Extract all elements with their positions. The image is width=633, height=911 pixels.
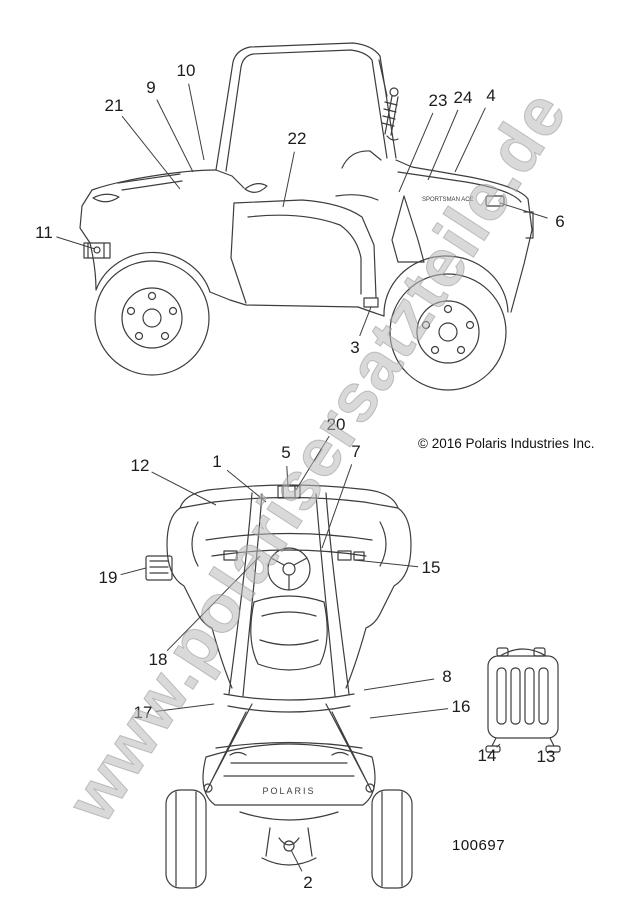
front-view-illustration: POLARIS — [145, 484, 413, 889]
part-number: 100697 — [452, 837, 506, 854]
leader-line-10 — [188, 83, 205, 161]
leader-line-3 — [359, 306, 372, 337]
callout-2: 2 — [303, 873, 313, 892]
leader-line-14 — [496, 743, 501, 748]
leader-line-5 — [286, 465, 289, 488]
callout-3: 3 — [350, 338, 360, 357]
callout-6: 6 — [555, 212, 565, 231]
leader-line-2 — [290, 849, 303, 872]
leader-line-15 — [353, 559, 419, 568]
leader-line-16 — [369, 708, 449, 719]
leader-line-20 — [295, 435, 330, 491]
callout-24: 24 — [453, 88, 473, 107]
callout-12: 12 — [130, 456, 150, 475]
callout-21: 21 — [104, 96, 124, 115]
leader-line-22 — [282, 151, 295, 208]
callout-13: 13 — [536, 747, 556, 766]
leader-line-1 — [226, 469, 267, 503]
leader-lines — [56, 83, 550, 872]
callout-7: 7 — [351, 442, 361, 461]
leader-line-19 — [120, 567, 147, 576]
leader-line-9 — [156, 99, 194, 173]
side-view-illustration: SPORTSMAN ACE — [79, 42, 534, 391]
callout-10: 10 — [176, 61, 196, 80]
callout-22: 22 — [287, 129, 307, 148]
callout-14: 14 — [477, 746, 497, 765]
leader-line-4 — [454, 107, 486, 173]
leader-line-18 — [166, 555, 261, 652]
callout-9: 9 — [146, 78, 156, 97]
callout-5: 5 — [281, 443, 291, 462]
leader-line-7 — [321, 464, 353, 549]
callout-15: 15 — [421, 558, 441, 577]
leader-line-11 — [56, 236, 96, 250]
side-panel-decal-text: SPORTSMAN ACE — [422, 197, 474, 203]
leader-line-24 — [427, 109, 459, 181]
callout-23: 23 — [428, 91, 448, 110]
leader-line-23 — [398, 112, 434, 193]
callout-1: 1 — [212, 452, 222, 471]
callout-16: 16 — [451, 697, 471, 716]
leader-line-12 — [151, 471, 217, 506]
callout-18: 18 — [148, 650, 168, 669]
leader-line-6 — [499, 202, 548, 219]
callout-11: 11 — [35, 223, 53, 242]
copyright-text: © 2016 Polaris Industries Inc. — [418, 436, 595, 451]
bumper-decal-text: POLARIS — [262, 786, 315, 796]
callout-4: 4 — [486, 86, 496, 105]
leader-line-17 — [155, 703, 215, 712]
callout-19: 19 — [98, 568, 118, 587]
leader-line-21 — [121, 115, 181, 190]
callout-20: 20 — [326, 415, 346, 434]
callout-8: 8 — [442, 667, 452, 686]
airbox-part-illustration — [485, 647, 561, 753]
leader-line-8 — [363, 678, 435, 691]
callout-17: 17 — [133, 703, 153, 722]
